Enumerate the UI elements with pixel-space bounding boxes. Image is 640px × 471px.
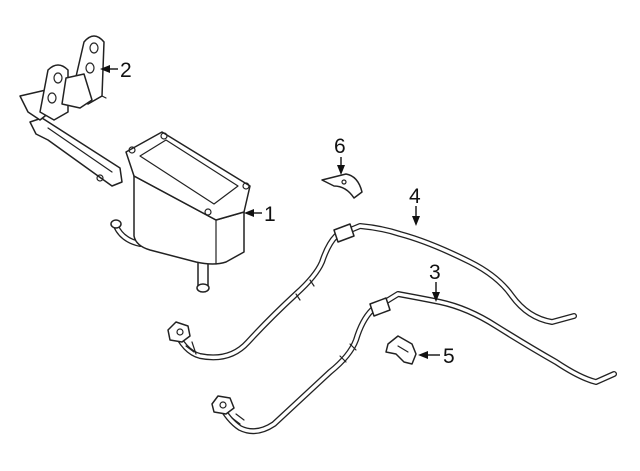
mounting-bracket-part[interactable] xyxy=(19,35,123,187)
callout-4-label: 4 xyxy=(409,185,421,208)
callout-2-label: 2 xyxy=(120,59,132,82)
clip-part[interactable] xyxy=(321,173,363,199)
callout-3: 3 xyxy=(429,261,441,302)
callout-5-label: 5 xyxy=(443,345,455,368)
callout-2: 2 xyxy=(100,59,132,82)
callout-1-label: 1 xyxy=(264,203,276,226)
callout-3-label: 3 xyxy=(429,261,441,284)
cooler-line-upper-part[interactable] xyxy=(167,223,577,361)
oil-cooler-part[interactable] xyxy=(110,131,251,293)
cooler-line-lower-part[interactable] xyxy=(211,291,617,435)
line-clip-part[interactable] xyxy=(385,335,417,365)
callout-1: 1 xyxy=(244,203,276,226)
callout-6: 6 xyxy=(334,135,346,175)
callout-4: 4 xyxy=(409,185,421,226)
callout-6-label: 6 xyxy=(334,135,346,158)
callout-5: 5 xyxy=(418,345,455,368)
